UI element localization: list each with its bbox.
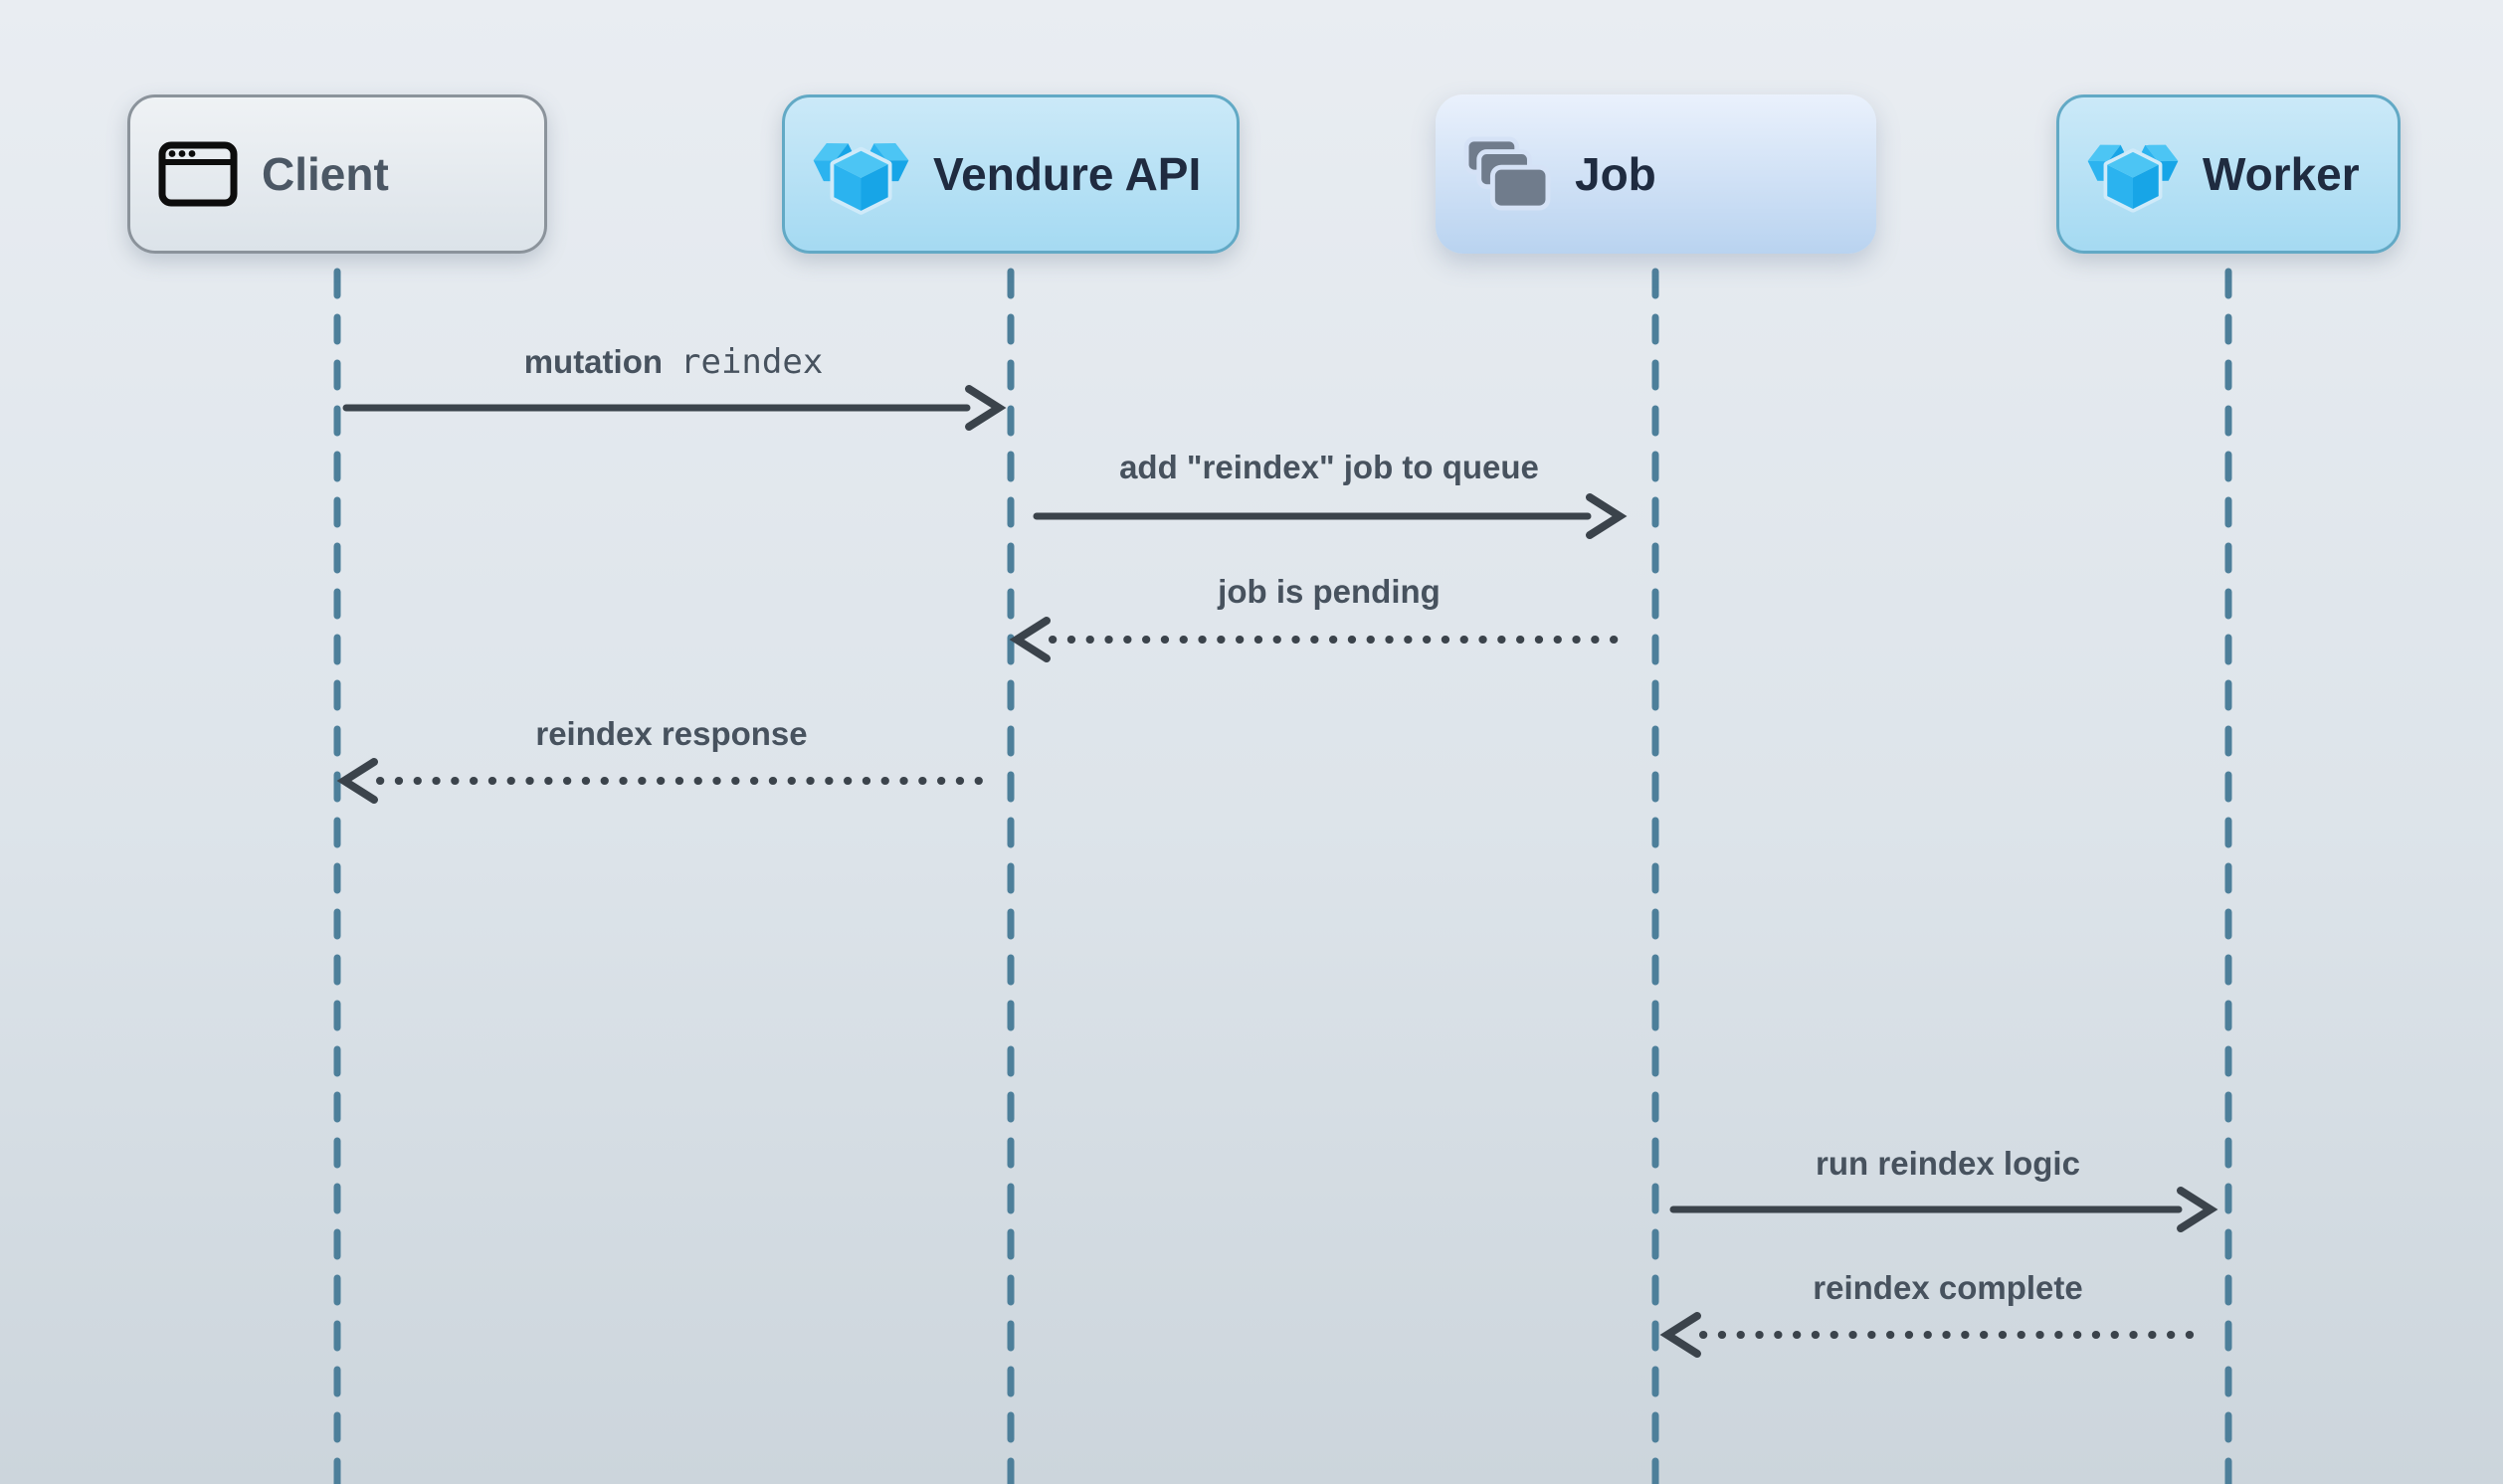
actor-vendure-api-label: Vendure API <box>933 148 1202 200</box>
actor-worker-label: Worker <box>2203 148 2360 200</box>
actor-job-label: Job <box>1575 148 1656 200</box>
message-arrow-2-head <box>1586 493 1628 539</box>
message-label-1-code: reindex <box>680 342 824 382</box>
message-label-2-text: add "reindex" job to queue <box>1119 449 1539 485</box>
message-label-5: run reindex logic <box>1816 1144 2080 1184</box>
message-arrow-4-head <box>336 758 378 804</box>
message-label-3: job is pending <box>1218 572 1441 612</box>
message-label-5-text: run reindex logic <box>1816 1145 2080 1182</box>
vendure-logo-icon <box>2087 144 2179 213</box>
message-arrow-5-head <box>2177 1187 2218 1232</box>
message-label-2: add "reindex" job to queue <box>1119 448 1539 487</box>
message-label-1: mutation reindex <box>524 342 824 382</box>
message-label-1-text: mutation <box>523 343 664 380</box>
vendure-logo-icon <box>813 142 909 215</box>
job-queue-stack-icon <box>1463 136 1551 211</box>
actor-job: Job <box>1436 94 1876 254</box>
message-label-4: reindex response <box>535 714 807 754</box>
message-label-3-text: job is pending <box>1218 573 1441 610</box>
message-label-6: reindex complete <box>1813 1268 2082 1308</box>
message-arrow-1-head <box>965 385 1007 431</box>
actor-worker: Worker <box>2056 94 2401 254</box>
message-label-6-text: reindex complete <box>1813 1269 2083 1306</box>
message-label-4-text: reindex response <box>535 715 808 752</box>
message-arrow-6-head <box>1659 1312 1701 1358</box>
browser-window-icon <box>158 141 238 207</box>
actor-client-label: Client <box>262 148 389 200</box>
actor-vendure-api: Vendure API <box>782 94 1240 254</box>
message-arrow-3-head <box>1009 617 1051 662</box>
actor-client: Client <box>127 94 547 254</box>
